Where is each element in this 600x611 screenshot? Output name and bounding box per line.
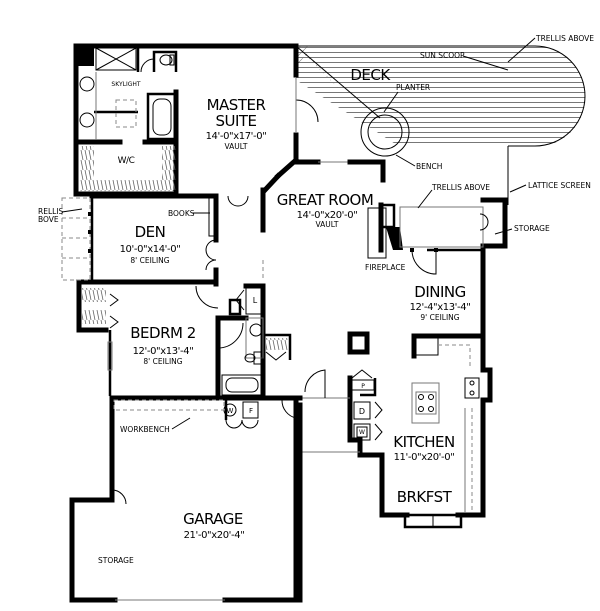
- den-name: DEN: [135, 223, 166, 241]
- sun-scoop-label: SUN SCOOP: [420, 51, 465, 60]
- deck-area: [295, 45, 586, 205]
- master-suite-name-2: SUITE: [215, 112, 256, 130]
- great-room-vault: VAULT: [316, 220, 339, 229]
- dining-dimensions: 12'-4"x13'-4": [410, 302, 471, 313]
- great-room-dimensions: 14'-0"x20'-0": [297, 210, 358, 221]
- trellis-above-mid-label: TRELLIS ABOVE: [431, 183, 490, 192]
- great-room-name: GREAT ROOM: [277, 191, 374, 209]
- bedroom-2-dimensions: 12'-0"x13'-4": [133, 346, 194, 357]
- kitchen-island: [411, 382, 440, 424]
- books-label: BOOKS: [168, 209, 195, 218]
- sink-icon: [79, 112, 95, 128]
- garage-storage-label: STORAGE: [98, 556, 134, 565]
- linen-closet: [245, 285, 264, 315]
- bedroom-2-ceiling: 8' CEILING: [143, 357, 182, 366]
- deck-label: DECK: [350, 66, 391, 84]
- linen-letter: L: [253, 296, 258, 305]
- garage-name: GARAGE: [183, 510, 243, 528]
- toilet-icon: [244, 353, 256, 363]
- fixtures: [61, 47, 489, 513]
- trellis-above-left-label-1: RELLIS: [38, 207, 64, 216]
- master-suite-dimensions: 14'-0"x17'-0": [206, 131, 267, 142]
- storage-right-label: STORAGE: [514, 224, 550, 233]
- den-dimensions: 10'-0"x14'-0": [120, 244, 181, 255]
- pantry: [351, 379, 375, 391]
- sink-icon: [249, 323, 263, 337]
- freezer-icon: [242, 401, 259, 419]
- fireplace-label: FIREPLACE: [365, 263, 406, 272]
- wall-oven-icon: [353, 423, 371, 441]
- toilet-icon: [159, 54, 173, 66]
- trellis-above-top-label: TRELLIS ABOVE: [535, 34, 594, 43]
- trellis-above-left-label-2: BOVE: [38, 215, 59, 224]
- pantry-letter: P: [361, 383, 365, 390]
- dishwasher-letter: D: [359, 407, 365, 416]
- skylight: [115, 99, 137, 128]
- wall-oven-letter: W: [359, 429, 365, 436]
- garage-dimensions: 21'-0"x20'-4": [184, 530, 245, 541]
- workbench-label: WORKBENCH: [120, 425, 170, 434]
- bedroom-2-name: BEDRM 2: [130, 324, 196, 342]
- kitchen-name: KITCHEN: [393, 433, 455, 451]
- freezer-letter: F: [249, 407, 253, 415]
- callouts: SKYLIGHT TRELLIS ABOVE SUN SCOOP PLANTER…: [38, 34, 594, 565]
- dishwasher-icon: [353, 401, 371, 420]
- den-ceiling: 8' CEILING: [130, 256, 169, 265]
- walls: [69, 43, 508, 603]
- dining-name: DINING: [414, 283, 465, 301]
- bookshelf: [208, 197, 215, 237]
- planter-circle: [367, 114, 403, 150]
- shower: [95, 47, 137, 71]
- room-labels: MASTER SUITE 14'-0"x17'-0" VAULT W/C DEC…: [118, 66, 471, 541]
- master-suite-name-1: MASTER: [207, 96, 266, 114]
- fixture-letters: L W F P D W: [227, 296, 366, 436]
- bench-ring: [360, 107, 410, 157]
- kitchen-sink-icon: [464, 377, 480, 399]
- planter-label: PLANTER: [396, 83, 430, 92]
- skylight-label: SKYLIGHT: [111, 81, 140, 88]
- dining-ceiling: 9' CEILING: [420, 313, 459, 322]
- lattice-screen-label: LATTICE SCREEN: [528, 181, 591, 190]
- bench-label: BENCH: [416, 162, 442, 171]
- washer-letter: W: [227, 407, 234, 415]
- walk-in-closet-label: W/C: [118, 156, 135, 166]
- bathtub-icon: [225, 377, 259, 393]
- fireplace-hearth: [367, 207, 387, 259]
- breakfast-name: BRKFST: [397, 488, 453, 506]
- master-suite-vault: VAULT: [225, 142, 248, 151]
- kitchen-dimensions: 11'-0"x20'-0": [394, 452, 455, 463]
- sink-icon: [79, 76, 95, 92]
- bathtub-icon: [152, 98, 172, 136]
